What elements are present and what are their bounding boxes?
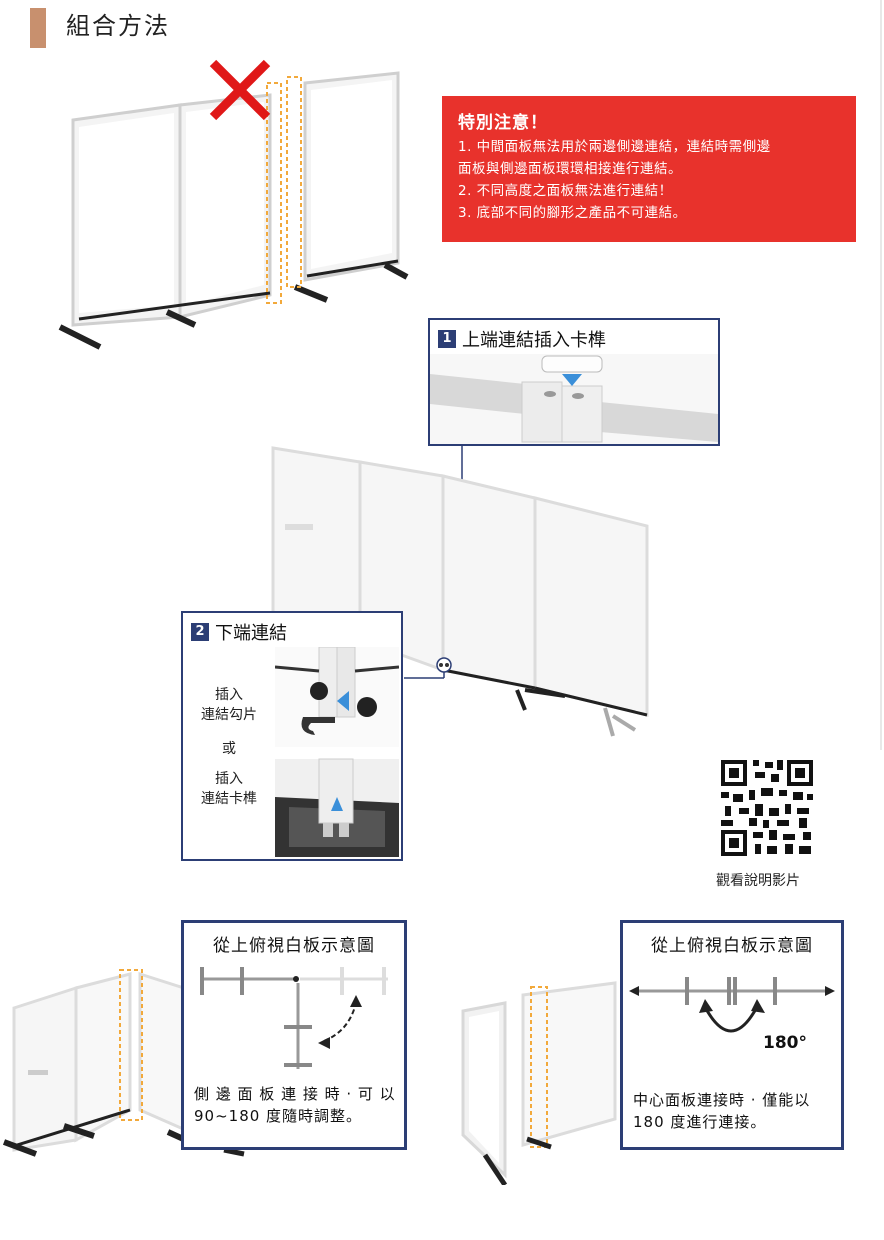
notice-line-4: 3. 底部不同的腳形之產品不可連結。 [458, 205, 687, 221]
callout-bottom-title: 下端連結 [215, 623, 287, 644]
callout-top-title: 上端連結插入卡榫 [462, 330, 606, 351]
side-connection-desc-line-1: 側 邊 面 板 連 接 時 · 可 以 [194, 1085, 396, 1103]
side-connection-desc-line-2: 90~180 度隨時調整。 [194, 1107, 363, 1125]
center-connection-desc-line-2: 180 度進行連接。 [633, 1113, 767, 1131]
wrong-connection-illustration [58, 59, 409, 350]
four-panel-partition-illustration [271, 446, 649, 737]
qr-caption: 觀看說明影片 [716, 873, 800, 889]
side-connection-top-view-diagram [200, 967, 388, 1069]
label-insert-peg: 插入 連結卡榫 [201, 771, 257, 807]
callout-bottom-header: 2 下端連結 [191, 619, 287, 645]
qr-code-icon[interactable] [719, 758, 815, 858]
notice-line-1: 1. 中間面板無法用於兩邊側邊連結，連結時需側邊 [458, 139, 771, 155]
top-view-title-left: 從上俯視白板示意圖 [213, 936, 375, 956]
callout-top-header: 1 上端連結插入卡榫 [438, 326, 606, 352]
section-title-bar [30, 8, 46, 48]
label-or: 或 [222, 741, 236, 757]
side-panel-corner-illustration [2, 969, 245, 1157]
center-connection-desc-line-1: 中心面板連接時 · 僅能以 [633, 1091, 811, 1109]
page-title: 組合方法 [66, 12, 170, 40]
callout-bottom-leader [404, 657, 452, 679]
right-divider [880, 0, 882, 750]
step-number-2: 2 [191, 623, 209, 641]
notice-line-3: 2. 不同高度之面板無法進行連結！ [458, 183, 673, 199]
callout-top-connection: 1 上端連結插入卡榫 [428, 318, 720, 446]
notice-line-2: 面板與側邊面板環環相接進行連結。 [458, 161, 682, 177]
center-connection-top-view-diagram [629, 977, 835, 1033]
center-panel-illustration [461, 981, 617, 1185]
step-number-1: 1 [438, 330, 456, 348]
notice-heading: 特別注意！ [458, 113, 548, 133]
top-view-box-side-connection: 從上俯視白板示意圖 側 邊 面 板 連 接 時 · 可 以 90~180 度隨時… [181, 920, 407, 1150]
label-insert-hook: 插入 連結勾片 [201, 687, 257, 723]
special-notice-box: 特別注意！ 1. 中間面板無法用於兩邊側邊連結，連結時需側邊 面板與側邊面板環環… [442, 96, 856, 242]
top-view-box-center-connection: 從上俯視白板示意圖 180° 中心面板連接時 · 僅能以 180 度進行連接。 [620, 920, 844, 1150]
angle-label: 180° [763, 1033, 807, 1053]
top-view-title-right: 從上俯視白板示意圖 [651, 936, 813, 956]
bottom-connector-illustration [275, 647, 399, 857]
top-connector-illustration [430, 354, 718, 444]
callout-bottom-connection: 2 下端連結 插入 連結勾片 或 插入 連結卡榫 [181, 611, 403, 861]
